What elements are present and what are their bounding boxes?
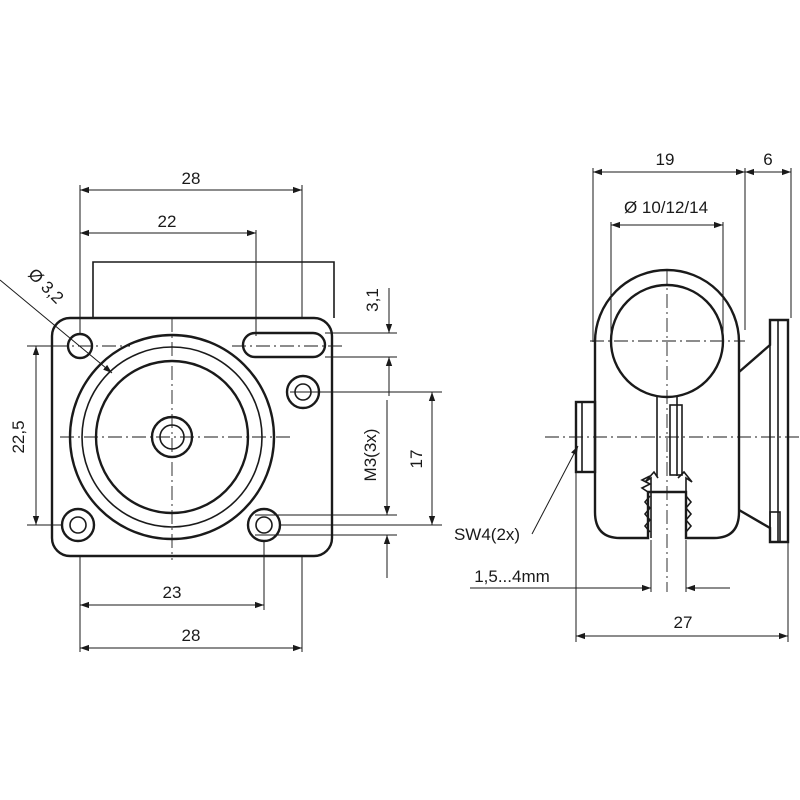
dim-wrench-size: SW4(2x) <box>454 525 520 544</box>
dim-width-19: 19 <box>656 150 675 169</box>
dim-width-6: 6 <box>763 150 772 169</box>
hole-bottom-left-outer <box>60 507 96 543</box>
dim-top-inner-width: 22 <box>158 212 177 231</box>
dim-clamp-range: 1,5...4mm <box>474 567 550 586</box>
dim-thread: M3(3x) <box>361 429 380 482</box>
dim-slot-height: 3,1 <box>363 288 382 312</box>
slit-block <box>669 404 683 476</box>
thread-left <box>640 475 652 538</box>
mounting-plate <box>50 316 334 558</box>
dim-right-height: 17 <box>407 450 426 469</box>
dim-bore-diameters: Ø 10/12/14 <box>624 198 708 217</box>
thread-screw <box>644 470 693 538</box>
outer-ring <box>68 333 276 541</box>
dim-total-width: 27 <box>674 613 693 632</box>
hole-bottom-right-outer <box>246 507 282 543</box>
dim-hole-diameter: Ø 3,2 <box>24 265 67 308</box>
rear-tab <box>92 261 335 318</box>
adjust-slot <box>241 331 327 359</box>
hole-bottom-left-inner <box>69 516 87 534</box>
dim-bottom-width: 28 <box>182 626 201 645</box>
clamp-body <box>593 268 741 540</box>
dim-bottom-inner-width: 23 <box>163 583 182 602</box>
dim-top-width: 28 <box>182 169 201 188</box>
side-view: 19 6 Ø 10/12/14 SW4(2x) 1,5...4mm 27 <box>454 150 800 642</box>
front-view: 28 22 Ø 3,2 3,1 22,5 M3(3x) 17 23 28 <box>0 169 442 652</box>
mount-base <box>738 318 790 544</box>
dim-left-height: 22,5 <box>9 420 28 453</box>
hole-bottom-right-inner <box>255 516 273 534</box>
